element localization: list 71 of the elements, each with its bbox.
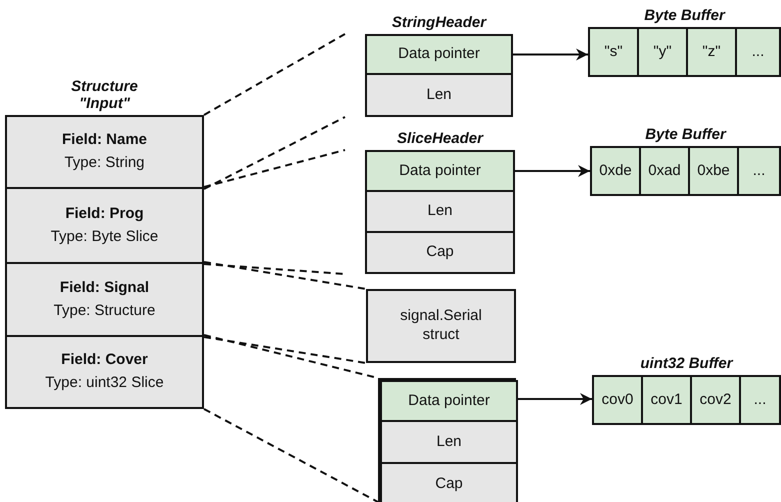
cell-text: cov2: [700, 390, 732, 410]
pointer-field: [365, 34, 513, 75]
cell-text: cov0: [602, 390, 634, 410]
buffer-element: [590, 146, 641, 196]
field-name: Field: Signal: [60, 278, 150, 298]
field-name: Field: Name: [62, 131, 148, 150]
cell-text: Len: [427, 202, 453, 221]
field-type: Type: Structure: [54, 302, 156, 320]
buffer-element: [690, 375, 741, 425]
expansion-line: [204, 261, 366, 290]
buffer-element: [588, 27, 639, 77]
cell-text: ...: [752, 162, 766, 180]
cell-text: Len: [436, 432, 462, 452]
header-field: [380, 420, 518, 464]
header-field: [365, 231, 515, 274]
cell-text: cov1: [650, 390, 682, 410]
field-type: Type: Byte Slice: [50, 228, 158, 246]
struct-title: Byte Buffer: [645, 126, 726, 143]
cell-text: Data pointer: [408, 392, 490, 410]
header-field: [365, 190, 515, 233]
expansion-line: [204, 408, 378, 502]
struct-title: Byte Buffer: [644, 7, 725, 24]
cell-text: Data pointer: [398, 45, 480, 64]
cell-text: Cap: [426, 243, 454, 262]
header-field: [365, 73, 513, 117]
field-type: Type: String: [64, 154, 145, 173]
expansion-line: [204, 263, 346, 275]
field-row: [5, 187, 204, 264]
struct-title: Structure "Input": [70, 78, 139, 112]
buffer-element: [688, 146, 739, 196]
pointer-field: [380, 380, 518, 422]
cell-text: signal.Serial struct: [399, 307, 483, 345]
cell-text: 0xde: [599, 162, 632, 180]
cell-text: Cap: [435, 474, 463, 494]
cell-text: Len: [426, 86, 452, 104]
pointer-arrow: [515, 165, 590, 177]
cell-text: ...: [752, 42, 764, 62]
buffer-element: [735, 27, 781, 77]
buffer-element: [739, 375, 781, 425]
buffer-element: [637, 27, 688, 77]
header-field: [380, 462, 518, 502]
buffer-element: [639, 146, 690, 196]
pointer-arrow: [516, 393, 592, 405]
field-row: [5, 262, 204, 337]
pointer-arrow: [513, 48, 588, 60]
field-name: Field: Prog: [65, 204, 144, 224]
buffer-element: [641, 375, 692, 425]
buffer-element: [592, 375, 643, 425]
cell-text: "z": [702, 42, 721, 62]
struct-block: [366, 289, 516, 363]
expansion-line: [204, 116, 346, 190]
cell-text: 0xbe: [697, 162, 730, 180]
buffer-element: [686, 27, 737, 77]
cell-text: 0xad: [648, 162, 681, 180]
expansion-line: [204, 33, 346, 116]
struct-outline: [378, 378, 516, 502]
field-row: [5, 335, 204, 409]
struct-title: StringHeader: [392, 14, 486, 31]
cell-text: "s": [604, 42, 623, 62]
pointer-field: [365, 150, 515, 192]
cell-text: Data pointer: [399, 162, 481, 180]
buffer-element: [737, 146, 781, 196]
cell-text: ...: [754, 390, 766, 410]
field-name: Field: Cover: [61, 351, 148, 370]
struct-title: uint32 Buffer: [640, 355, 733, 372]
expansion-line: [204, 336, 366, 364]
cell-text: "y": [653, 42, 672, 62]
expansion-line: [204, 149, 346, 188]
field-row: [5, 115, 204, 189]
struct-title: SliceHeader: [397, 130, 483, 147]
field-type: Type: uint32 Slice: [45, 374, 164, 393]
